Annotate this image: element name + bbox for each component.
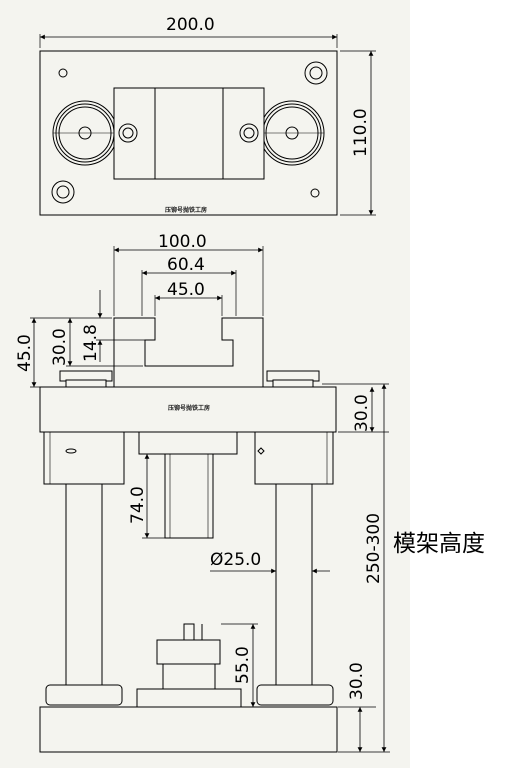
- punch-holder: [113, 317, 264, 388]
- dim-column-diameter: Ø25.0: [210, 550, 261, 570]
- dim-frame-height: 250-300: [364, 513, 384, 584]
- plate-mark-top: 压铆号抛铁工房: [165, 206, 207, 214]
- right-bushing-front: [254, 431, 334, 485]
- dim-slot-outer: 60.4: [167, 255, 205, 275]
- dim-press-width: 100.0: [158, 232, 207, 252]
- technical-drawing: 压铆号抛铁工房 200.0 110.0 压铆号抛铁工房: [15, 15, 390, 753]
- punch-block-top: [113, 87, 265, 180]
- ram-rod: [164, 453, 214, 539]
- ram-body: [138, 431, 238, 455]
- die-base: [136, 688, 242, 708]
- bolt-hole: [304, 61, 328, 85]
- dim-top-width: 200.0: [166, 15, 215, 35]
- bolt-hole: [51, 180, 75, 204]
- dim-base-thickness: 30.0: [347, 662, 367, 700]
- dim-ram-length: 74.0: [128, 486, 148, 524]
- bolt-hole-inner: [56, 185, 70, 199]
- die-body: [162, 663, 216, 690]
- left-column: [65, 483, 103, 686]
- right-column: [275, 483, 313, 686]
- die-pin: [183, 623, 195, 641]
- plate-mark-front: 压铆号抛铁工房: [168, 404, 210, 412]
- upper-plate: [39, 386, 337, 433]
- right-lower-bushing: [256, 684, 334, 706]
- small-hole: [58, 68, 68, 78]
- dim-slot-inner: 45.0: [167, 280, 205, 300]
- dim-slot-step: 14.8: [81, 324, 101, 362]
- dim-top-height: 110.0: [351, 108, 371, 157]
- left-bushing-front: [43, 431, 125, 485]
- die-top: [156, 639, 221, 665]
- top-view: 压铆号抛铁工房 200.0 110.0: [39, 15, 376, 216]
- left-bushing: [52, 100, 118, 166]
- dim-die-height: 55.0: [233, 646, 253, 684]
- dim-upper-plate: 30.0: [352, 394, 372, 432]
- bolt-hole-inner: [309, 66, 323, 80]
- small-hole: [310, 188, 320, 198]
- frame-height-label: 模架高度: [393, 531, 485, 557]
- dim-slot-depth: 30.0: [50, 328, 70, 366]
- base-plate: [39, 706, 338, 753]
- dim-press-height: 45.0: [15, 334, 35, 372]
- left-lower-bushing: [45, 684, 123, 706]
- front-view: 压铆号抛铁工房: [15, 232, 390, 753]
